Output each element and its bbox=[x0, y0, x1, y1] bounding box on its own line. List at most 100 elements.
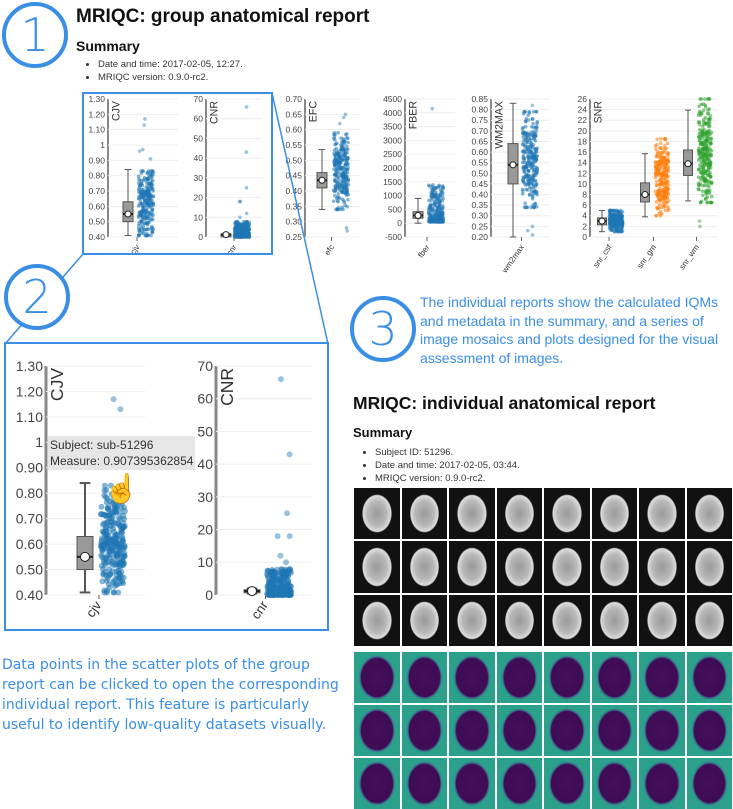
data-point[interactable] bbox=[699, 160, 704, 164]
data-point[interactable] bbox=[533, 147, 537, 152]
data-point[interactable] bbox=[664, 158, 669, 163]
data-point[interactable] bbox=[139, 230, 144, 235]
data-point[interactable] bbox=[139, 181, 144, 186]
data-point[interactable] bbox=[104, 575, 111, 582]
data-point[interactable] bbox=[137, 233, 142, 237]
data-point[interactable] bbox=[335, 207, 340, 212]
data-point[interactable] bbox=[617, 213, 621, 218]
data-point[interactable] bbox=[105, 504, 112, 511]
outlier-point[interactable] bbox=[525, 228, 530, 233]
data-point[interactable] bbox=[335, 180, 340, 185]
data-point[interactable] bbox=[523, 109, 528, 114]
data-point[interactable] bbox=[707, 172, 712, 177]
data-point[interactable] bbox=[526, 118, 531, 122]
data-point[interactable] bbox=[333, 177, 337, 181]
data-point[interactable] bbox=[151, 178, 155, 183]
data-point[interactable] bbox=[105, 533, 112, 540]
data-point[interactable] bbox=[106, 584, 113, 591]
data-point[interactable] bbox=[139, 195, 144, 199]
outlier-point[interactable] bbox=[286, 533, 293, 540]
data-point[interactable] bbox=[705, 200, 709, 205]
data-point[interactable] bbox=[238, 235, 243, 239]
data-point[interactable] bbox=[529, 144, 533, 149]
data-point[interactable] bbox=[619, 223, 624, 227]
data-point[interactable] bbox=[703, 97, 707, 101]
data-point[interactable] bbox=[699, 178, 703, 182]
data-point[interactable] bbox=[521, 139, 526, 143]
data-point[interactable] bbox=[526, 157, 531, 162]
data-point[interactable] bbox=[116, 540, 123, 547]
outlier-point[interactable] bbox=[110, 396, 117, 403]
data-point[interactable] bbox=[706, 179, 711, 183]
data-point[interactable] bbox=[336, 191, 341, 196]
data-point[interactable] bbox=[522, 169, 527, 174]
data-point[interactable] bbox=[526, 178, 531, 183]
data-point[interactable] bbox=[149, 172, 154, 176]
data-point[interactable] bbox=[612, 229, 617, 234]
data-point[interactable] bbox=[336, 152, 341, 156]
data-point[interactable] bbox=[336, 195, 340, 199]
data-point[interactable] bbox=[117, 482, 124, 489]
data-point[interactable] bbox=[528, 138, 532, 142]
data-point[interactable] bbox=[340, 197, 345, 202]
data-point[interactable] bbox=[531, 185, 536, 190]
data-point[interactable] bbox=[340, 158, 345, 162]
data-point[interactable] bbox=[340, 140, 345, 145]
data-point[interactable] bbox=[607, 216, 612, 221]
data-point[interactable] bbox=[120, 504, 127, 511]
data-point[interactable] bbox=[706, 132, 711, 136]
data-point[interactable] bbox=[666, 199, 671, 203]
data-point[interactable] bbox=[341, 187, 346, 191]
data-point[interactable] bbox=[247, 227, 251, 232]
data-point[interactable] bbox=[137, 178, 142, 183]
outlier-point[interactable] bbox=[244, 105, 249, 109]
data-point[interactable] bbox=[439, 189, 443, 194]
data-point[interactable] bbox=[116, 575, 123, 582]
data-point[interactable] bbox=[609, 226, 613, 230]
data-point[interactable] bbox=[699, 171, 704, 175]
data-point[interactable] bbox=[336, 130, 340, 135]
data-point[interactable] bbox=[246, 234, 251, 239]
data-point[interactable] bbox=[708, 147, 712, 151]
data-point[interactable] bbox=[147, 196, 152, 201]
data-point[interactable] bbox=[428, 202, 433, 207]
data-point[interactable] bbox=[112, 508, 119, 515]
data-point[interactable] bbox=[531, 125, 536, 130]
outlier-point[interactable] bbox=[345, 229, 349, 233]
data-point[interactable] bbox=[706, 108, 710, 113]
data-point[interactable] bbox=[666, 183, 671, 187]
data-point[interactable] bbox=[530, 152, 535, 157]
data-point[interactable] bbox=[151, 202, 156, 206]
data-point[interactable] bbox=[101, 559, 108, 566]
data-point[interactable] bbox=[530, 117, 535, 121]
data-point[interactable] bbox=[115, 489, 122, 496]
data-point[interactable] bbox=[655, 137, 659, 142]
data-point[interactable] bbox=[426, 183, 431, 188]
data-point[interactable] bbox=[342, 148, 347, 152]
data-point[interactable] bbox=[615, 229, 620, 233]
data-point[interactable] bbox=[653, 147, 658, 152]
data-point[interactable] bbox=[531, 163, 535, 168]
data-point[interactable] bbox=[144, 199, 148, 203]
data-point[interactable] bbox=[435, 208, 440, 213]
data-point[interactable] bbox=[336, 178, 341, 182]
outlier-point[interactable] bbox=[277, 376, 284, 383]
data-point[interactable] bbox=[531, 178, 536, 183]
data-point[interactable] bbox=[620, 209, 625, 214]
data-point[interactable] bbox=[533, 150, 538, 155]
data-point[interactable] bbox=[427, 198, 431, 203]
data-point[interactable] bbox=[700, 136, 705, 141]
data-point[interactable] bbox=[525, 188, 530, 192]
data-point[interactable] bbox=[345, 167, 350, 172]
data-point[interactable] bbox=[113, 531, 120, 538]
data-point[interactable] bbox=[534, 204, 539, 209]
data-point[interactable] bbox=[270, 568, 277, 575]
data-point[interactable] bbox=[436, 205, 440, 209]
data-point[interactable] bbox=[701, 102, 706, 106]
data-point[interactable] bbox=[699, 140, 704, 145]
data-point[interactable] bbox=[429, 190, 433, 195]
data-point[interactable] bbox=[287, 583, 294, 590]
data-point[interactable] bbox=[118, 529, 125, 536]
data-point[interactable] bbox=[144, 206, 149, 210]
data-point[interactable] bbox=[611, 213, 615, 218]
